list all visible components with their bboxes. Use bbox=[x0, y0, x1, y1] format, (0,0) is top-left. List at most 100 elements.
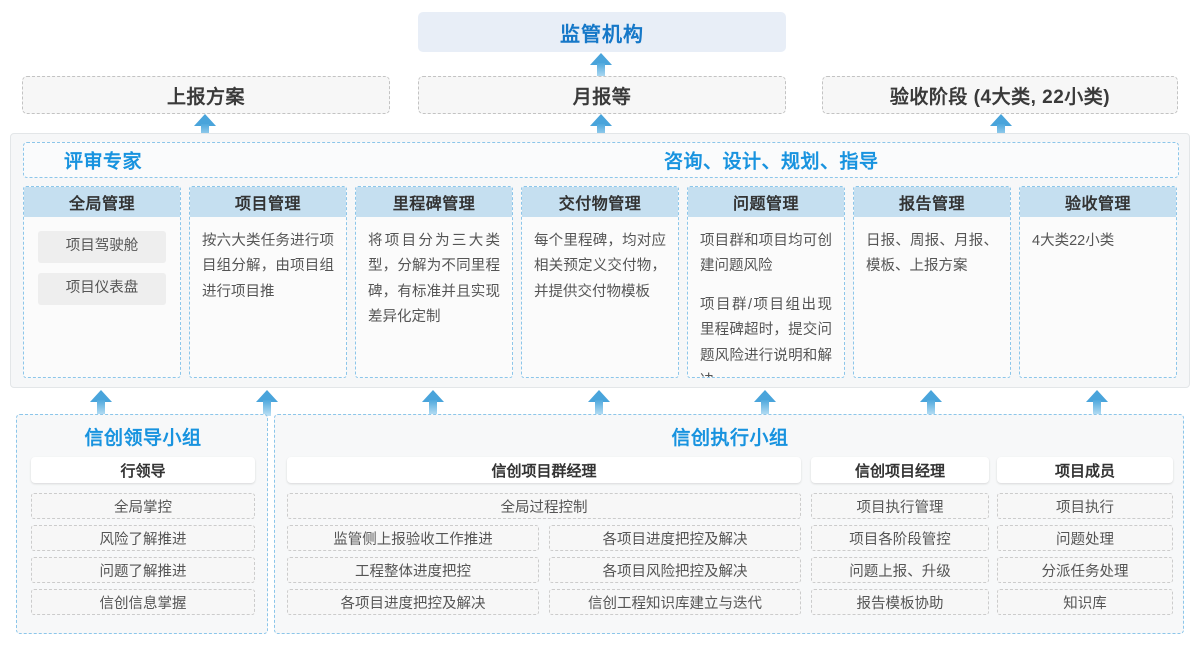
mgmt-card-deliverable[interactable]: 交付物管理 每个里程碑，均对应相关预定义交付物，并提供交付物模板 bbox=[521, 186, 679, 378]
arrow-head bbox=[990, 114, 1012, 126]
arrow-up-to-mgmt-4 bbox=[754, 390, 776, 416]
tag-pm-3[interactable]: 报告模板协助 bbox=[811, 589, 989, 615]
mgmt-card-paragraph: 项目群/项目组出现里程碑超时，提交问题风险进行说明和解决 bbox=[700, 296, 832, 377]
role-head-program-manager[interactable]: 信创项目群经理 bbox=[287, 457, 801, 483]
tag-leading-0[interactable]: 全局掌控 bbox=[31, 493, 255, 519]
arrow-up-to-mgmt-6 bbox=[1086, 390, 1108, 416]
arrow-head bbox=[920, 390, 942, 402]
role-head-bank-leader[interactable]: 行领导 bbox=[31, 457, 255, 483]
arrow-stem bbox=[201, 124, 209, 140]
arrow-head bbox=[256, 390, 278, 402]
group-title-execution: 信创执行小组 bbox=[671, 428, 789, 449]
arrow-head bbox=[1086, 390, 1108, 402]
mgmt-card-global[interactable]: 全局管理 项目驾驶舱 项目仪表盘 bbox=[23, 186, 181, 378]
mgmt-card-body: 4大类22小类 bbox=[1020, 217, 1176, 262]
tag-program-left-1[interactable]: 工程整体进度把控 bbox=[287, 557, 539, 583]
arrow-stem bbox=[1093, 400, 1101, 416]
advisory-band: 评审专家 咨询、设计、规划、指导 bbox=[23, 142, 1179, 178]
mgmt-card-body: 将项目分为三大类型，分解为不同里程碑，有标准并且实现差异化定制 bbox=[356, 217, 512, 339]
arrow-head bbox=[422, 390, 444, 402]
arrow-up-to-mgmt-5 bbox=[920, 390, 942, 416]
tag-member-1[interactable]: 问题处理 bbox=[997, 525, 1173, 551]
tag-program-right-2[interactable]: 信创工程知识库建立与迭代 bbox=[549, 589, 801, 615]
tag-member-3[interactable]: 知识库 bbox=[997, 589, 1173, 615]
arrow-head bbox=[590, 53, 612, 65]
arrow-head bbox=[588, 390, 610, 402]
role-head-project-member[interactable]: 项目成员 bbox=[997, 457, 1173, 483]
tag-leading-2[interactable]: 问题了解推进 bbox=[31, 557, 255, 583]
arrow-up-to-submission-1 bbox=[590, 114, 612, 140]
group-leading: 信创领导小组 行领导 全局掌控 风险了解推进 问题了解推进 信创信息掌握 bbox=[16, 414, 268, 634]
arrow-head bbox=[194, 114, 216, 126]
arrow-up-to-mgmt-2 bbox=[422, 390, 444, 416]
tag-member-0[interactable]: 项目执行 bbox=[997, 493, 1173, 519]
arrow-stem bbox=[597, 63, 605, 79]
tag-pm-1[interactable]: 项目各阶段管控 bbox=[811, 525, 989, 551]
mgmt-card-body: 每个里程碑，均对应相关预定义交付物，并提供交付物模板 bbox=[522, 217, 678, 313]
mgmt-card-body: 日报、周报、月报、模板、上报方案 bbox=[854, 217, 1010, 288]
tag-pm-0[interactable]: 项目执行管理 bbox=[811, 493, 989, 519]
arrow-up-to-mgmt-0 bbox=[90, 390, 112, 416]
arrow-stem bbox=[429, 400, 437, 416]
mgmt-card-issue[interactable]: 问题管理 项目群和项目均可创建问题风险 项目群/项目组出现里程碑超时，提交问题风… bbox=[687, 186, 845, 378]
mgmt-card-title: 里程碑管理 bbox=[356, 187, 512, 217]
regulator-banner: 监管机构 bbox=[418, 12, 786, 52]
regulator-label: 监管机构 bbox=[560, 23, 644, 46]
arrow-up-to-submission-0 bbox=[194, 114, 216, 140]
tag-program-right-1[interactable]: 各项目风险把控及解决 bbox=[549, 557, 801, 583]
mgmt-card-title: 项目管理 bbox=[190, 187, 346, 217]
mgmt-card-title: 验收管理 bbox=[1020, 187, 1176, 217]
mgmt-pill[interactable]: 项目驾驶舱 bbox=[38, 231, 166, 263]
mgmt-card-body: 项目驾驶舱 项目仪表盘 bbox=[24, 217, 180, 323]
mgmt-card-body: 按六大类任务进行项目组分解，由项目组进行项目推 bbox=[190, 217, 346, 313]
arrow-up-to-mgmt-3 bbox=[588, 390, 610, 416]
submission-box-0[interactable]: 上报方案 bbox=[22, 76, 390, 114]
tag-member-2[interactable]: 分派任务处理 bbox=[997, 557, 1173, 583]
mgmt-card-report[interactable]: 报告管理 日报、周报、月报、模板、上报方案 bbox=[853, 186, 1011, 378]
tag-program-left-0[interactable]: 监管侧上报验收工作推进 bbox=[287, 525, 539, 551]
mgmt-card-project[interactable]: 项目管理 按六大类任务进行项目组分解，由项目组进行项目推 bbox=[189, 186, 347, 378]
tag-program-full[interactable]: 全局过程控制 bbox=[287, 493, 801, 519]
mgmt-pill[interactable]: 项目仪表盘 bbox=[38, 273, 166, 305]
submission-box-1[interactable]: 月报等 bbox=[418, 76, 786, 114]
submission-label-1: 月报等 bbox=[572, 86, 632, 108]
mgmt-card-milestone[interactable]: 里程碑管理 将项目分为三大类型，分解为不同里程碑，有标准并且实现差异化定制 bbox=[355, 186, 513, 378]
arrow-head bbox=[590, 114, 612, 126]
arrow-stem bbox=[97, 400, 105, 416]
mgmt-card-paragraph: 4大类22小类 bbox=[1032, 233, 1115, 249]
arrow-head bbox=[90, 390, 112, 402]
submission-box-2[interactable]: 验收阶段 (4大类, 22小类) bbox=[822, 76, 1178, 114]
mgmt-card-paragraph: 项目群和项目均可创建问题风险 bbox=[700, 233, 832, 275]
role-head-project-manager[interactable]: 信创项目经理 bbox=[811, 457, 989, 483]
tag-program-left-2[interactable]: 各项目进度把控及解决 bbox=[287, 589, 539, 615]
arrow-up-to-submission-2 bbox=[990, 114, 1012, 140]
tag-leading-1[interactable]: 风险了解推进 bbox=[31, 525, 255, 551]
arrow-stem bbox=[927, 400, 935, 416]
tag-leading-3[interactable]: 信创信息掌握 bbox=[31, 589, 255, 615]
tag-pm-2[interactable]: 问题上报、升级 bbox=[811, 557, 989, 583]
management-panel: 评审专家 咨询、设计、规划、指导 全局管理 项目驾驶舱 项目仪表盘 项目管理 按… bbox=[10, 133, 1190, 388]
arrow-up-to-regulator-1 bbox=[590, 53, 612, 79]
mgmt-card-paragraph: 每个里程碑，均对应相关预定义交付物，并提供交付物模板 bbox=[534, 233, 666, 300]
arrow-stem bbox=[595, 400, 603, 416]
arrow-stem bbox=[997, 124, 1005, 140]
group-execution: 信创执行小组 信创项目群经理 全局过程控制 监管侧上报验收工作推进 工程整体进度… bbox=[274, 414, 1184, 634]
band-label-advisory: 咨询、设计、规划、指导 bbox=[664, 151, 879, 173]
mgmt-card-paragraph: 将项目分为三大类型，分解为不同里程碑，有标准并且实现差异化定制 bbox=[368, 233, 500, 326]
arrow-up-to-mgmt-1 bbox=[256, 390, 278, 416]
arrow-head bbox=[754, 390, 776, 402]
arrow-stem bbox=[597, 124, 605, 140]
arrow-stem bbox=[263, 400, 271, 416]
arrow-stem bbox=[761, 400, 769, 416]
submission-label-0: 上报方案 bbox=[166, 86, 245, 108]
mgmt-card-body: 项目群和项目均可创建问题风险 项目群/项目组出现里程碑超时，提交问题风险进行说明… bbox=[688, 217, 844, 377]
mgmt-card-title: 问题管理 bbox=[688, 187, 844, 217]
mgmt-card-acceptance[interactable]: 验收管理 4大类22小类 bbox=[1019, 186, 1177, 378]
band-label-review-experts: 评审专家 bbox=[64, 151, 143, 173]
mgmt-card-title: 全局管理 bbox=[24, 187, 180, 217]
mgmt-card-title: 报告管理 bbox=[854, 187, 1010, 217]
submission-label-2: 验收阶段 (4大类, 22小类) bbox=[889, 86, 1111, 108]
mgmt-card-paragraph: 按六大类任务进行项目组分解，由项目组进行项目推 bbox=[202, 233, 334, 300]
tag-program-right-0[interactable]: 各项目进度把控及解决 bbox=[549, 525, 801, 551]
